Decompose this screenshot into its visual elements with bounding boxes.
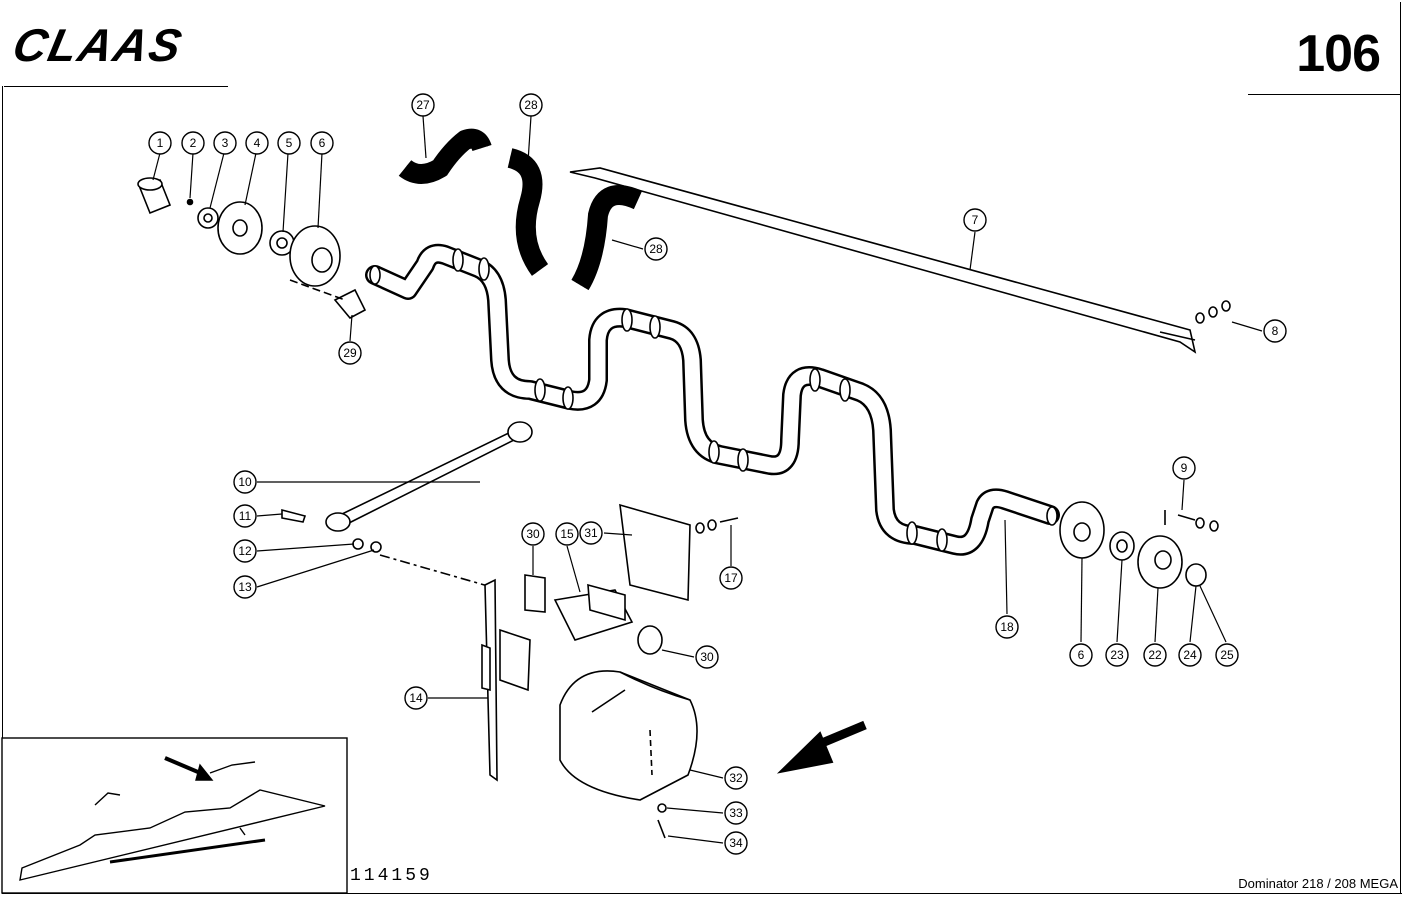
svg-text:22: 22 [1148, 648, 1162, 662]
svg-text:25: 25 [1220, 648, 1234, 662]
svg-text:7: 7 [972, 213, 979, 227]
bracket-14 [481, 578, 531, 782]
svg-text:28: 28 [524, 98, 538, 112]
svg-text:18: 18 [1000, 620, 1014, 634]
crankshaft [365, 243, 1060, 556]
svg-text:13: 13 [238, 580, 252, 594]
rod-7 [569, 167, 1197, 354]
callout-23: 23 [1105, 643, 1129, 667]
inset-locator [1, 737, 348, 894]
cover-sleeve-32 [559, 670, 698, 839]
callout-24: 24 [1178, 643, 1202, 667]
callout-33: 33 [724, 801, 748, 825]
callout-12: 12 [233, 539, 257, 563]
svg-text:3: 3 [222, 136, 229, 150]
callout-10: 10 [233, 470, 257, 494]
hoses [398, 128, 643, 291]
callout-29: 29 [338, 341, 362, 365]
svg-text:14: 14 [409, 691, 423, 705]
svg-text:8: 8 [1272, 324, 1279, 338]
svg-text:24: 24 [1183, 648, 1197, 662]
svg-text:11: 11 [239, 509, 252, 523]
svg-text:23: 23 [1110, 648, 1124, 662]
svg-text:30: 30 [526, 527, 540, 541]
svg-text:6: 6 [1078, 648, 1085, 662]
page-number: 106 [1296, 25, 1381, 83]
callout-5: 5 [277, 131, 301, 155]
svg-text:27: 27 [416, 98, 430, 112]
callout-30-top: 30 [521, 522, 545, 546]
svg-text:9: 9 [1181, 461, 1188, 475]
callout-9: 9 [1172, 456, 1196, 480]
callout-30-bottom: 30 [695, 645, 719, 669]
callout-6-right: 6 [1069, 643, 1093, 667]
svg-text:12: 12 [238, 544, 252, 558]
svg-text:5: 5 [286, 136, 293, 150]
svg-text:29: 29 [343, 346, 357, 360]
callout-7: 7 [963, 208, 987, 232]
callout-2: 2 [181, 131, 205, 155]
svg-text:1: 1 [157, 136, 164, 150]
svg-text:10: 10 [238, 475, 252, 489]
svg-text:32: 32 [729, 771, 743, 785]
linkage [281, 421, 533, 589]
svg-text:31: 31 [584, 526, 598, 540]
callout-13: 13 [233, 575, 257, 599]
frame-border-right [1400, 2, 1401, 894]
svg-text:4: 4 [254, 136, 261, 150]
direction-arrow [776, 720, 867, 774]
svg-text:33: 33 [729, 806, 743, 820]
svg-text:2: 2 [190, 136, 197, 150]
frame-border-left [2, 86, 3, 894]
callout-14: 14 [404, 686, 428, 710]
callout-28-top: 28 [519, 93, 543, 117]
svg-text:6: 6 [319, 136, 326, 150]
callout-6: 6 [310, 131, 334, 155]
svg-text:15: 15 [560, 527, 574, 541]
callout-25: 25 [1215, 643, 1239, 667]
callout-markers: 1 2 3 4 5 6 7 8 9 10 11 12 13 14 15 17 1… [148, 93, 1287, 855]
callout-34: 34 [724, 831, 748, 855]
callout-32: 32 [724, 766, 748, 790]
header-rule-right [1248, 94, 1400, 95]
frame-border-bottom [2, 893, 1402, 894]
svg-text:28: 28 [649, 242, 663, 256]
callout-11: 11 [233, 504, 257, 528]
callout-17: 17 [719, 566, 743, 590]
callout-27: 27 [411, 93, 435, 117]
leader-lines [152, 115, 1263, 844]
right-bearing-group [1059, 300, 1231, 589]
model-label: Dominator 218 / 208 MEGA [1238, 876, 1398, 891]
callout-15: 15 [555, 522, 579, 546]
left-bearing-group [137, 177, 367, 320]
svg-text:30: 30 [700, 650, 714, 664]
callout-3: 3 [213, 131, 237, 155]
callout-28-right: 28 [644, 237, 668, 261]
mount-parts [524, 503, 739, 655]
callout-4: 4 [245, 131, 269, 155]
callout-8: 8 [1263, 319, 1287, 343]
callout-18: 18 [995, 615, 1019, 639]
svg-text:17: 17 [724, 571, 738, 585]
svg-text:34: 34 [729, 836, 743, 850]
callout-22: 22 [1143, 643, 1167, 667]
drawing-number: 114159 [350, 866, 433, 886]
callout-1: 1 [148, 131, 172, 155]
callout-31: 31 [579, 521, 603, 545]
header-rule-left [4, 86, 228, 87]
